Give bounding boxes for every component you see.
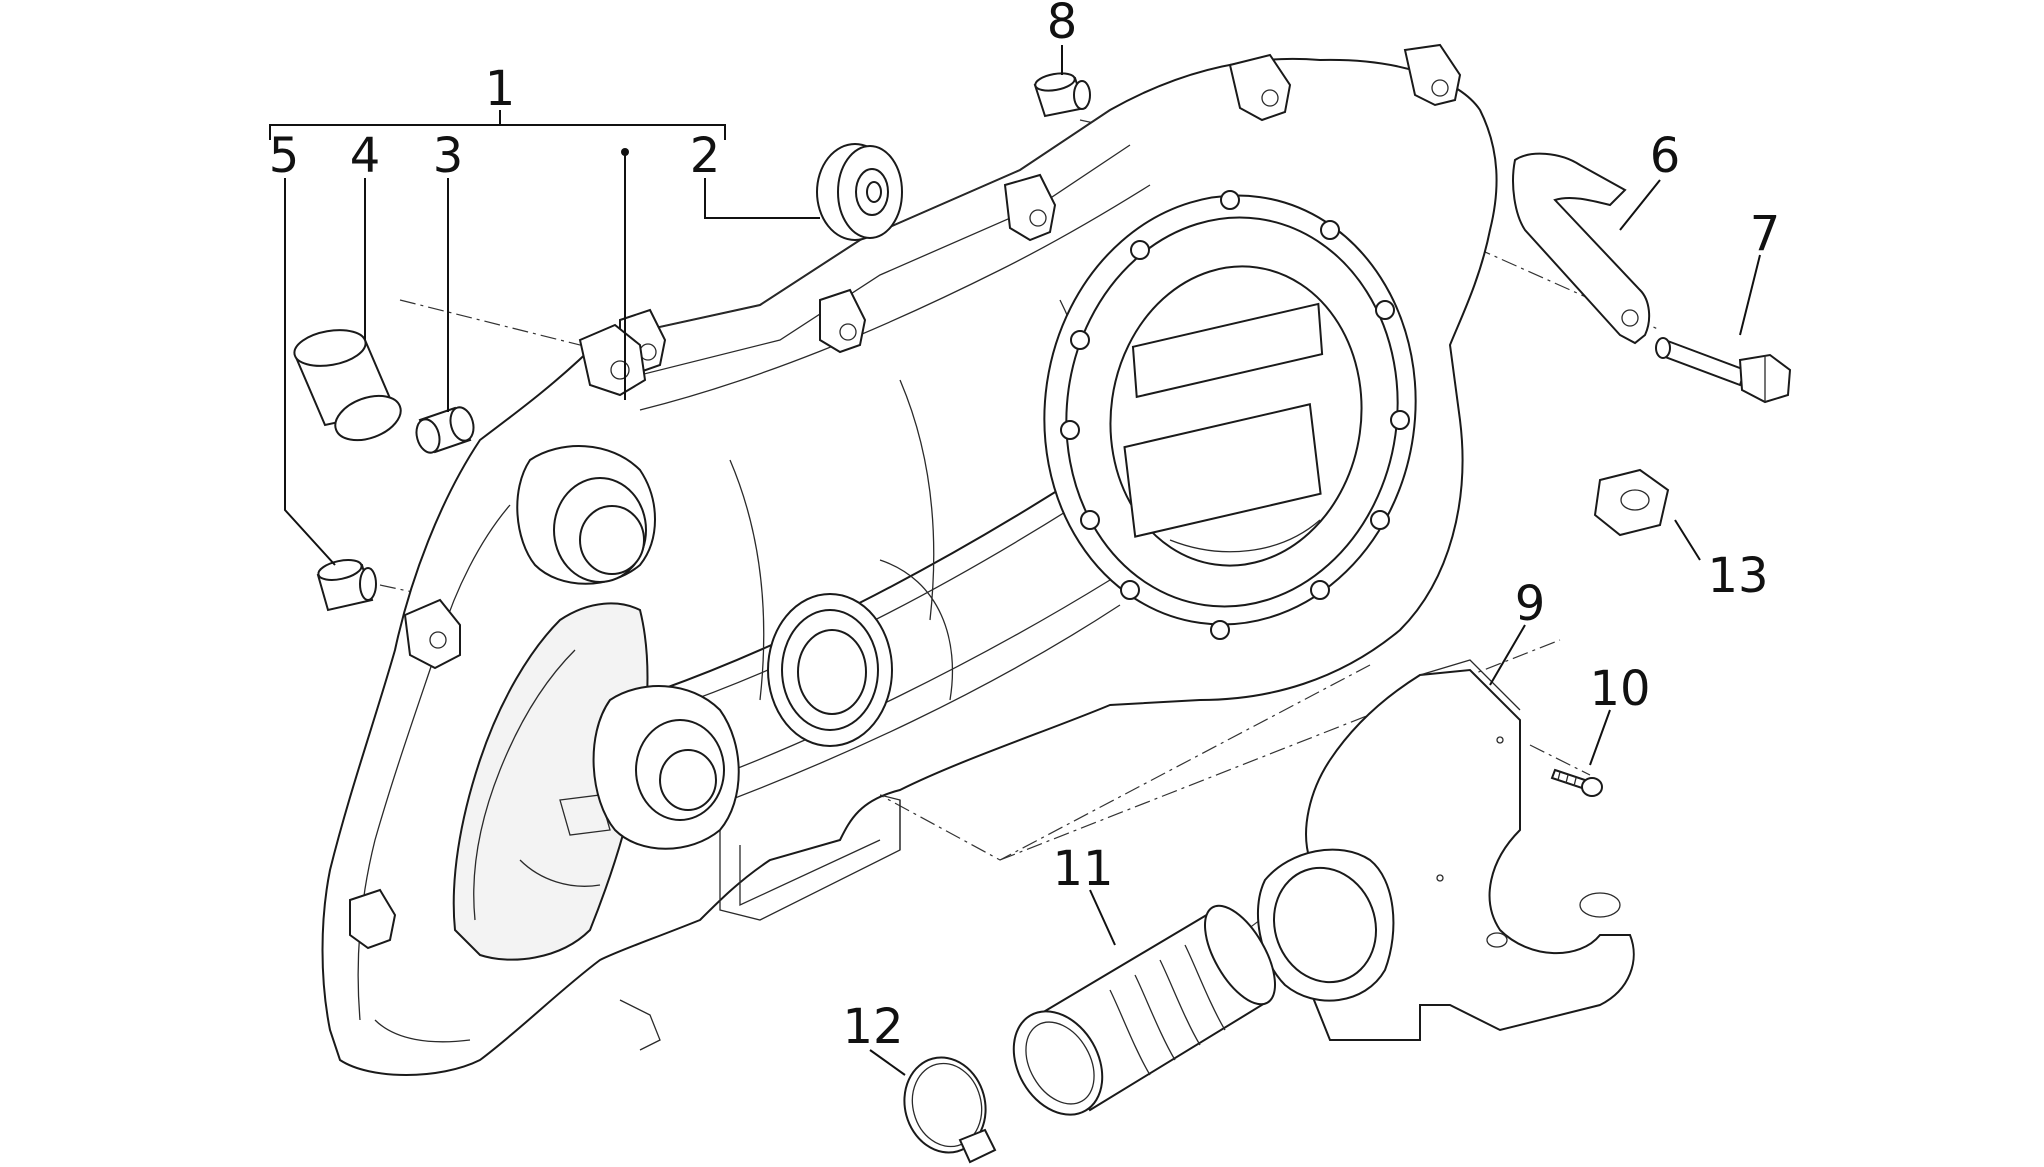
part-10-screw bbox=[1550, 768, 1603, 797]
callout-leaders bbox=[269, 45, 1761, 1076]
part-2-bearing bbox=[816, 143, 903, 241]
label-part-13: 13 bbox=[1707, 548, 1768, 604]
label-part-5: 5 bbox=[269, 128, 300, 184]
label-part-11: 11 bbox=[1052, 841, 1113, 897]
label-part-9: 9 bbox=[1515, 576, 1546, 632]
part-4-sleeve bbox=[293, 329, 402, 442]
part-8-dowel bbox=[1033, 72, 1091, 118]
part-6-bracket bbox=[1512, 152, 1651, 345]
label-part-3: 3 bbox=[433, 128, 464, 184]
label-part-2: 2 bbox=[690, 128, 721, 184]
part-5-dowel-pin bbox=[316, 559, 377, 612]
part-12-clamp bbox=[903, 1056, 997, 1164]
part-number-labels: 1 5 4 3 2 8 6 7 13 9 10 11 12 bbox=[269, 0, 1781, 1055]
label-part-7: 7 bbox=[1750, 206, 1781, 262]
part-9-intake-housing bbox=[1257, 659, 1635, 1041]
label-part-1: 1 bbox=[485, 61, 516, 117]
label-part-8: 8 bbox=[1047, 0, 1078, 50]
label-part-10: 10 bbox=[1589, 661, 1650, 717]
part-7-bolt bbox=[1655, 337, 1792, 404]
label-part-12: 12 bbox=[842, 999, 903, 1055]
part-13-nut bbox=[1593, 468, 1670, 537]
part-11-hose bbox=[1012, 904, 1276, 1116]
part-3-bush bbox=[415, 406, 475, 454]
label-part-4: 4 bbox=[350, 128, 381, 184]
label-part-6: 6 bbox=[1650, 128, 1681, 184]
transmission-cover bbox=[321, 43, 1498, 1076]
